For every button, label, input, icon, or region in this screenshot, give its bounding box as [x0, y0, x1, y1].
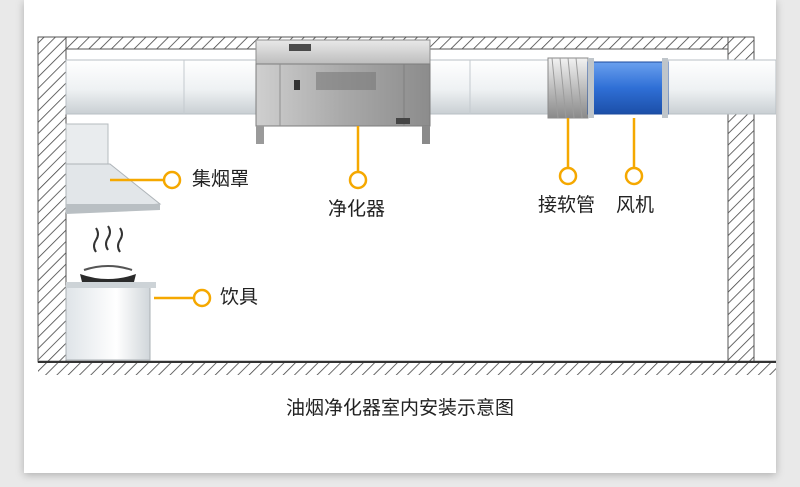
purifier-unit	[255, 39, 431, 144]
label-flex-connector: 接软管	[538, 194, 596, 216]
label-purifier: 净化器	[328, 198, 386, 220]
stove	[65, 225, 156, 361]
duct-left	[65, 59, 265, 115]
exhaust-hood	[65, 123, 162, 214]
right-wall	[727, 113, 755, 363]
right-wall-top	[727, 36, 755, 63]
duct-middle	[425, 59, 549, 115]
floor-hatch	[38, 363, 776, 375]
duct-system	[65, 59, 776, 115]
fan-unit	[587, 58, 669, 118]
installation-diagram	[37, 36, 776, 375]
building-structure	[37, 36, 776, 375]
flex-connector	[547, 57, 589, 119]
diagram-card: 集烟罩 净化器 接软管 风机 饮具 油烟净化器室内安装示意图	[24, 0, 776, 473]
duct-right	[667, 59, 776, 115]
label-hood: 集烟罩	[192, 168, 250, 190]
left-wall	[37, 36, 67, 363]
callouts	[110, 118, 644, 308]
diagram-caption: 油烟净化器室内安装示意图	[285, 397, 514, 419]
label-stove: 饮具	[220, 286, 259, 308]
label-fan: 风机	[616, 194, 655, 216]
